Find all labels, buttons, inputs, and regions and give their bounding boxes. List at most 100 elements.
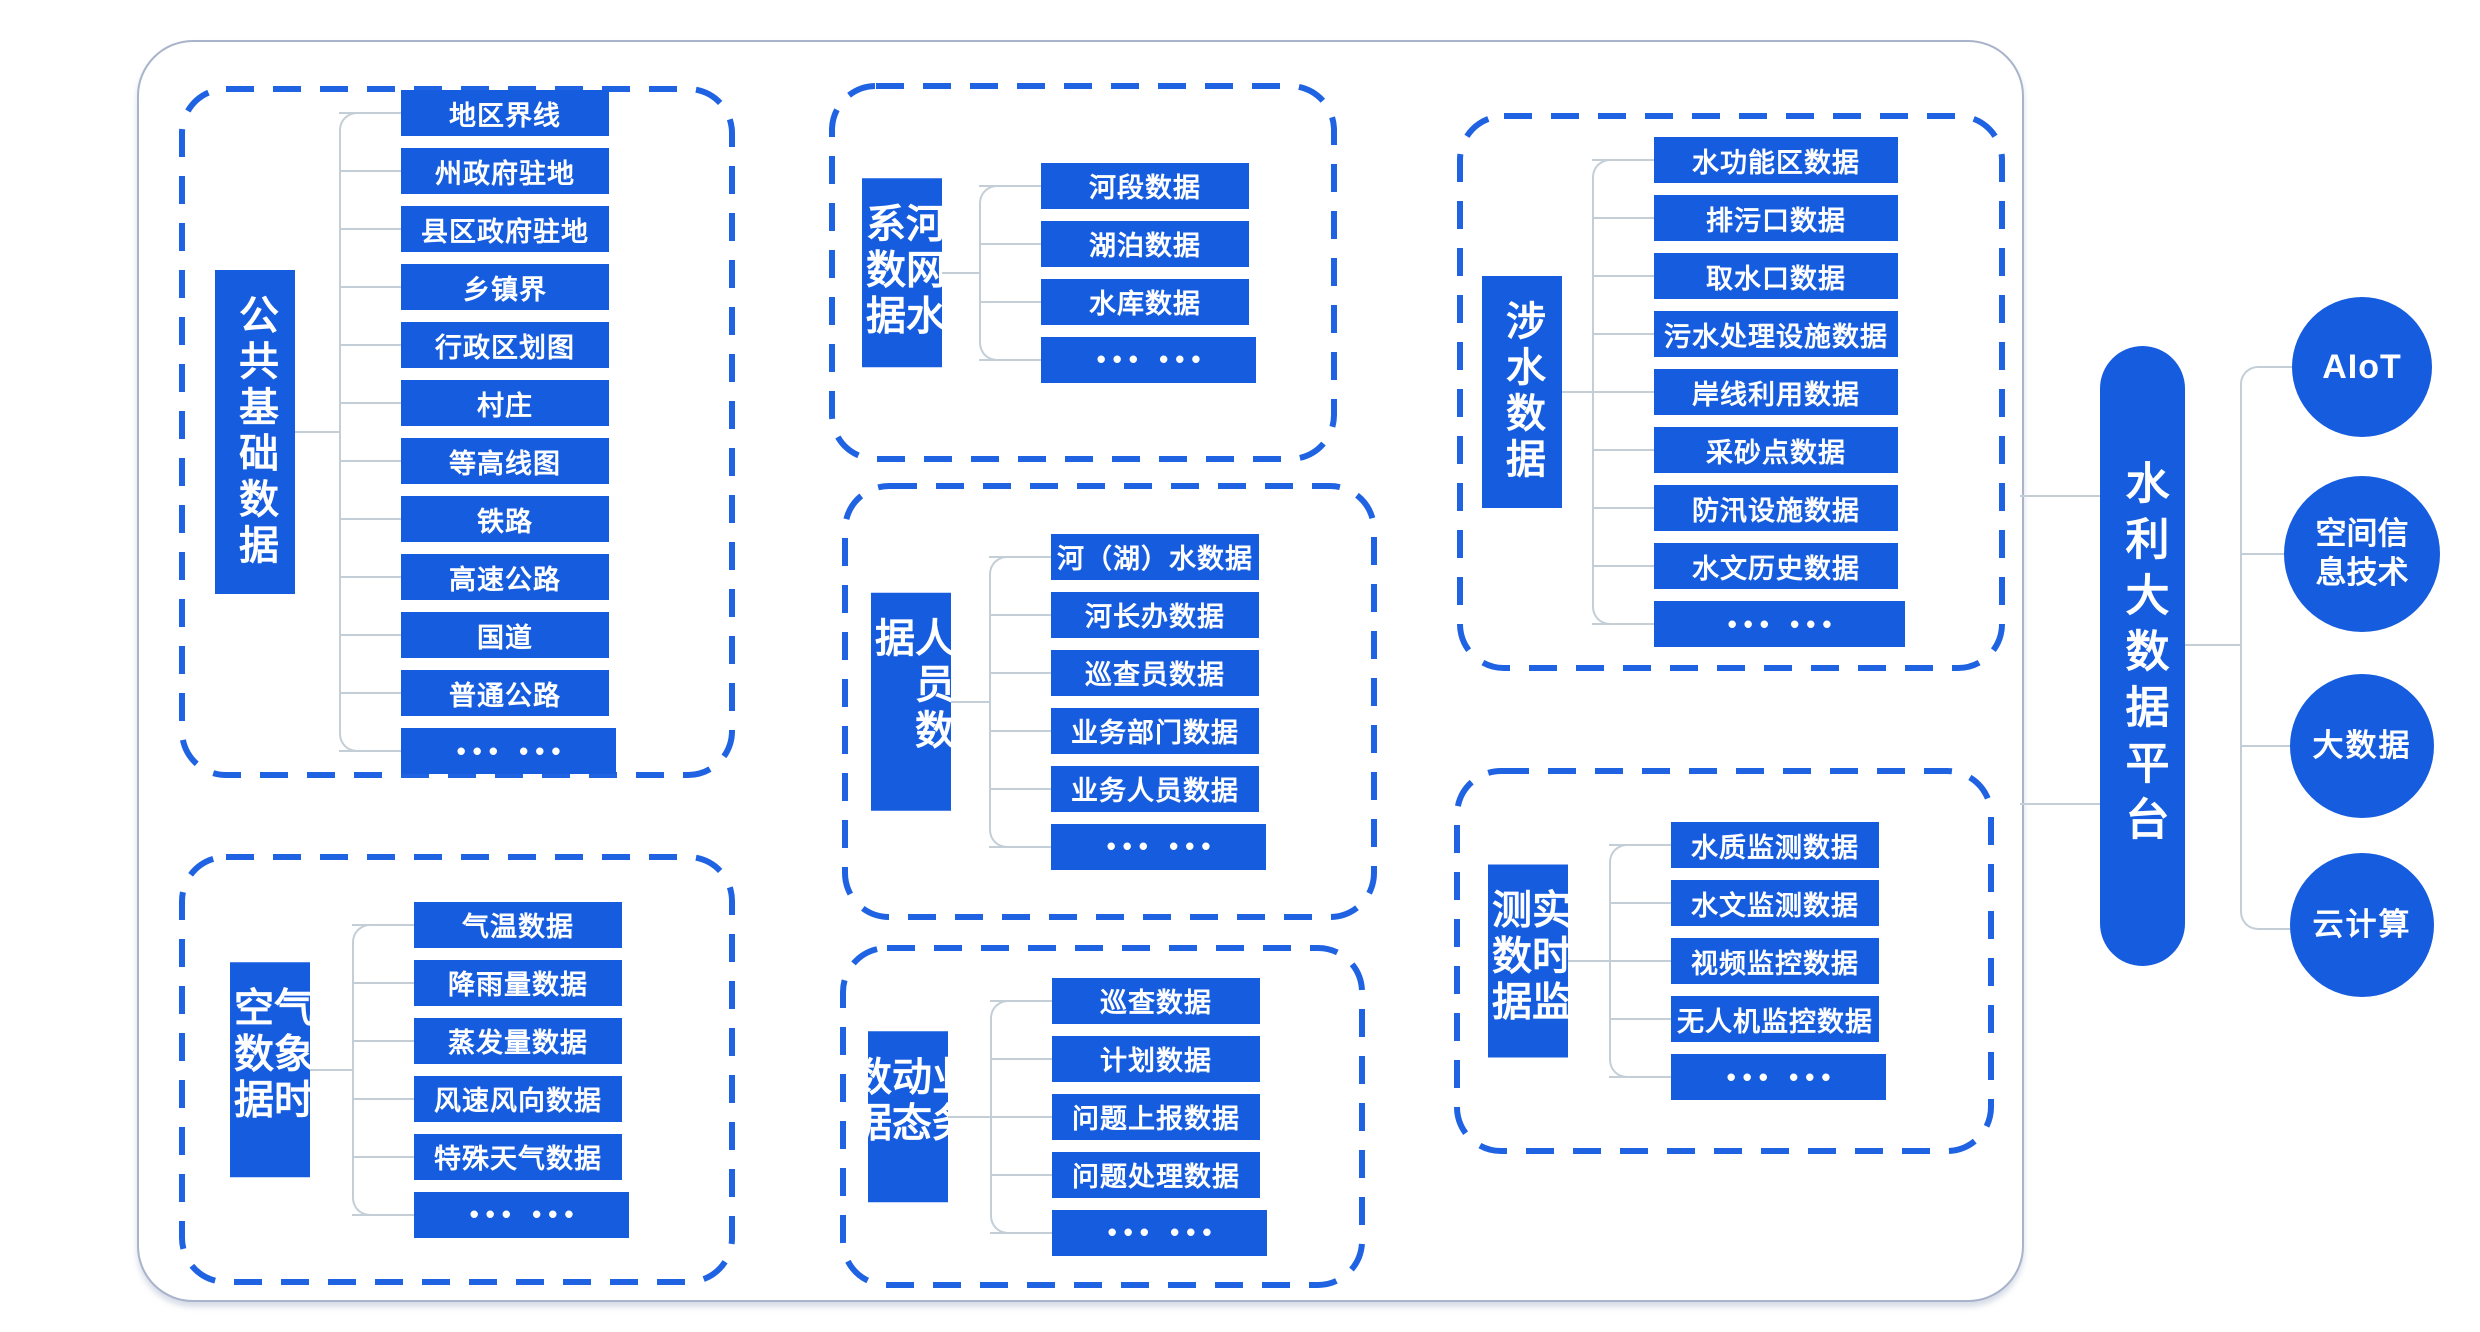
group-dashed-border [829, 83, 1337, 462]
item-row: 降雨量数据 [352, 959, 629, 1006]
item-row: 岸线利用数据 [1592, 369, 1905, 415]
item-row: 行政区划图 [339, 322, 616, 368]
data-item: ••• ••• [414, 1191, 629, 1238]
data-item: 特殊天气数据 [414, 1133, 622, 1180]
data-item: 普通公路 [401, 670, 609, 716]
connector-stub [1592, 217, 1654, 219]
item-list: 地区界线州政府驻地县区政府驻地乡镇界行政区划图村庄等高线图铁路高速公路国道普通公… [339, 90, 616, 774]
item-row: 等高线图 [339, 438, 616, 484]
data-item: ••• ••• [401, 728, 616, 774]
data-item: 水文监测数据 [1671, 880, 1879, 926]
connector-stub [979, 300, 1041, 303]
connector-stub [989, 845, 1051, 848]
item-row: 防汛设施数据 [1592, 485, 1905, 531]
connector-stub [1609, 902, 1671, 904]
item-row: ••• ••• [990, 1209, 1267, 1256]
data-item: 水功能区数据 [1654, 137, 1898, 183]
group-public-basic-data: 公共基础数据 地区界线州政府驻地县区政府驻地乡镇界行政区划图村庄等高线图铁路高速… [179, 86, 735, 778]
item-row: 河（湖）水数据 [989, 533, 1266, 580]
connector-stub [990, 1173, 1052, 1176]
connector-stub [1609, 1018, 1671, 1020]
item-list: 巡查数据计划数据问题上报数据问题处理数据••• ••• [990, 977, 1267, 1256]
item-row: 排污口数据 [1592, 195, 1905, 241]
connector-stub [1592, 565, 1654, 567]
data-item: 地区界线 [401, 90, 609, 136]
data-item: 岸线利用数据 [1654, 369, 1898, 415]
item-row: 问题上报数据 [990, 1093, 1267, 1140]
item-row: ••• ••• [352, 1191, 629, 1238]
connector-stub [339, 170, 401, 172]
data-item: ••• ••• [1654, 601, 1905, 647]
data-item: 蒸发量数据 [414, 1017, 622, 1064]
connector-stub [352, 1155, 414, 1158]
label-connector-line [295, 431, 339, 433]
data-item: 湖泊数据 [1041, 220, 1249, 267]
item-row: 污水处理设施数据 [1592, 311, 1905, 357]
group-dashed-border [840, 945, 1365, 1288]
connector-stub [339, 634, 401, 636]
data-item: ••• ••• [1052, 1209, 1267, 1256]
connector-boundary-to-pill-lower [2020, 803, 2100, 805]
connector-stub [1592, 275, 1654, 277]
item-row: 采砂点数据 [1592, 427, 1905, 473]
group-label: 气象时空数据 [228, 961, 312, 1178]
item-row: 州政府驻地 [339, 148, 616, 194]
group-personnel-data: 人员数据 河（湖）水数据河长办数据巡查员数据业务部门数据业务人员数据••• ••… [842, 483, 1377, 920]
data-item: ••• ••• [1671, 1054, 1886, 1100]
item-row: ••• ••• [1592, 601, 1905, 647]
connector-stub [352, 1097, 414, 1100]
data-item: 无人机监控数据 [1671, 996, 1879, 1042]
item-row: 气温数据 [352, 901, 629, 948]
connector-stub [339, 344, 401, 346]
label-connector-line [951, 700, 989, 703]
data-item: 视频监控数据 [1671, 938, 1879, 984]
item-row: 水库数据 [979, 278, 1256, 325]
item-row: 高速公路 [339, 554, 616, 600]
item-row: 地区界线 [339, 90, 616, 136]
data-item: 问题处理数据 [1052, 1151, 1260, 1198]
connector-stub [1592, 333, 1654, 335]
item-row: 河段数据 [979, 162, 1256, 209]
group-business-dynamic-data: 业务动态数据 巡查数据计划数据问题上报数据问题处理数据••• ••• [840, 945, 1365, 1288]
data-item: 州政府驻地 [401, 148, 609, 194]
group-dashed-border [1457, 113, 2005, 671]
label-connector-line [1562, 391, 1592, 393]
group-dashed-border [842, 483, 1377, 920]
item-row: 水质监测数据 [1609, 822, 1886, 868]
item-row: 巡查员数据 [989, 649, 1266, 696]
item-row: 特殊天气数据 [352, 1133, 629, 1180]
tech-circle-bigdata: 大数据 [2290, 674, 2434, 818]
tech-circle-cloud: 云计算 [2290, 853, 2434, 997]
group-river-network-data: 河网水系数据 河段数据湖泊数据水库数据••• ••• [829, 83, 1337, 462]
data-item: 乡镇界 [401, 264, 609, 310]
connector-stub [990, 1231, 1052, 1234]
data-item: 行政区划图 [401, 322, 609, 368]
item-list: 河段数据湖泊数据水库数据 ••• ••• [979, 162, 1256, 383]
group-label: 涉水数据 [1482, 276, 1562, 508]
connector-stub [989, 787, 1051, 790]
connector-stub [979, 184, 1041, 187]
item-row: 水文历史数据 [1592, 543, 1905, 589]
connector-stub [352, 1213, 414, 1216]
item-row: 铁路 [339, 496, 616, 542]
connector-stub [1592, 507, 1654, 509]
connector-stub-spatial-info [2240, 553, 2286, 555]
group-water-related-data: 涉水数据 水功能区数据排污口数据取水口数据污水处理设施数据岸线利用数据采砂点数据… [1457, 113, 2005, 671]
connector-stub [352, 981, 414, 984]
connector-stub [1592, 623, 1654, 625]
data-item: 县区政府驻地 [401, 206, 609, 252]
tech-circle-spatial-info: 空间信息技术 [2284, 476, 2440, 632]
connector-stub [979, 358, 1041, 361]
connector-stub-bigdata [2240, 745, 2290, 747]
data-item: ••• ••• [1041, 336, 1256, 383]
connector-stub [339, 112, 401, 114]
connector-stub [339, 402, 401, 404]
connector-stub [1609, 1076, 1671, 1078]
item-list: 气温数据降雨量数据蒸发量数据风速风向数据特殊天气数据••• ••• [352, 901, 629, 1238]
item-row: 巡查数据 [990, 977, 1267, 1024]
item-row: 业务人员数据 [989, 765, 1266, 812]
group-label: 实时监测数据 [1486, 864, 1570, 1058]
connector-stub [339, 286, 401, 288]
data-item: 问题上报数据 [1052, 1093, 1260, 1140]
